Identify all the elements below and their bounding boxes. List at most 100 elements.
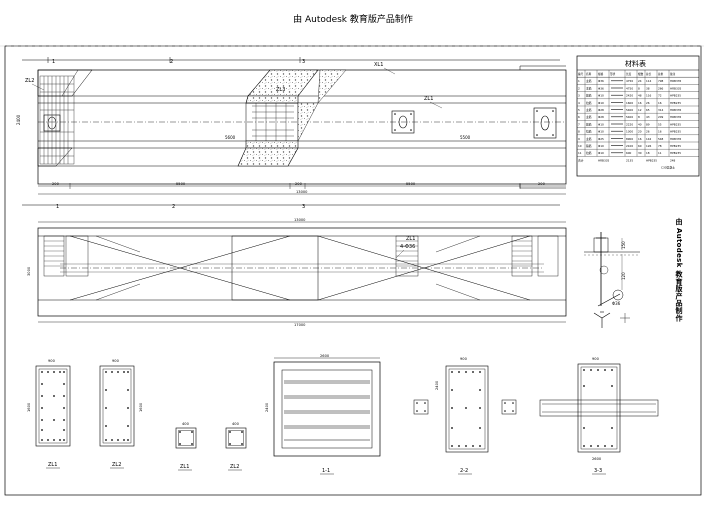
table-cell: HRB335 (670, 137, 682, 141)
table-cell: 拉筋 (586, 151, 592, 155)
table-cell: Φ36 (598, 79, 604, 83)
table-cell: 1300 (626, 130, 633, 134)
table-cell: 209 (658, 115, 664, 119)
table-summary-cell: 合计 (578, 158, 584, 162)
plan-grid-3: 3 (302, 59, 305, 65)
table-cell: 10 (578, 144, 582, 148)
table-cell: 箍筋 (586, 94, 592, 98)
table-cell: Φ28 (598, 108, 604, 112)
table-cell: 8 (638, 86, 640, 90)
table-cell: 26 (646, 101, 650, 105)
table-cell: 主筋 (586, 86, 592, 90)
table-header-cell: 备注 (670, 72, 676, 76)
table-cell: 43 (646, 115, 650, 119)
table-cell: 30 (638, 151, 642, 155)
plan-bdim-4: 5500 (406, 182, 416, 186)
table-cell: Φ10 (598, 144, 604, 148)
plan-bdim-2: 5500 (176, 182, 186, 186)
sec-zl1-small-label: ZL1 (180, 464, 189, 470)
table-cell: 11 (658, 151, 662, 155)
elev-label-zl1: ZL1 (406, 236, 415, 242)
sections-row: 900 1600 ZL1 900 1600 ZL2 400 ZL1 (27, 354, 659, 475)
table-cell: HRB335 (670, 108, 682, 112)
table-cell: HPB235 (670, 151, 681, 155)
sec-zl2-dimh: 1600 (139, 402, 143, 412)
sec-zl1-small-dim: 400 (182, 422, 190, 426)
elev-grid-2: 2 (172, 204, 175, 210)
table-cell: 1600 (626, 101, 633, 105)
table-cell: Φ10 (598, 101, 604, 105)
anchor-detail: 150 120 Φ36 (584, 232, 640, 328)
detail-dim-150: 150 (621, 241, 626, 249)
table-cell: 3 (578, 94, 580, 98)
table-cell: 16 (658, 130, 662, 134)
table-cell: HPB235 (670, 144, 681, 148)
table-cell: 16 (658, 101, 662, 105)
table-cell: 12 (638, 108, 642, 112)
table-cell: 2220 (626, 122, 633, 126)
elev-bottom-dim: 17000 (294, 323, 306, 327)
elev-top-dim: 13000 (294, 218, 306, 222)
elev-side-dim: 3000 (27, 266, 31, 276)
plan-grid-2: 2 (170, 59, 173, 65)
table-cell: HPB235 (670, 101, 681, 105)
plan-height: 2400 (16, 114, 21, 125)
plan-grid-1: 1 (52, 59, 55, 65)
table-cell: 38 (646, 86, 650, 90)
table-summary-cell: HRB335 (598, 158, 610, 162)
plan-total: 13000 (296, 190, 308, 194)
table-cell: 18 (646, 151, 650, 155)
table-cell: 6 (578, 115, 580, 119)
table-cell: HRB335 (670, 86, 682, 90)
sec-zl1-label: ZL1 (48, 462, 57, 468)
sec-zl2-small-dim: 400 (232, 422, 240, 426)
table-cell: Φ25 (598, 137, 604, 141)
plan-dim-2: 5500 (460, 135, 471, 140)
table-cell: 4750 (626, 86, 633, 90)
sec-22-dimw: 900 (460, 357, 468, 361)
table-header-cell: 规格 (598, 72, 604, 76)
sec-22-dimh: 2400 (435, 380, 439, 390)
table-cell: 5400 (626, 108, 633, 112)
elev-label-rebar: 4-Φ36 (400, 244, 415, 250)
table-cell: 拉筋 (586, 101, 592, 105)
sec-33-dimh: 2600 (592, 457, 602, 461)
plan-label-zl3: ZL3 (276, 87, 285, 93)
table-cell: 5 (578, 108, 580, 112)
sec-11-label: 1-1 (322, 468, 330, 474)
table-cell: 65 (646, 108, 650, 112)
table-cell: 48 (638, 94, 642, 98)
table-cell: 8 (638, 115, 640, 119)
table-cell: HPB235 (670, 130, 681, 134)
sec-33-label: 3-3 (594, 468, 602, 474)
table-cell: 7 (578, 122, 580, 126)
table-header-cell: 名称 (586, 72, 592, 76)
elev-grid-3: 3 (302, 204, 305, 210)
table-cell: 主筋 (586, 79, 592, 83)
table-cell: 314 (658, 108, 664, 112)
table-cell: 2100 (626, 144, 633, 148)
table-cell: 89 (646, 122, 650, 126)
table-cell: Φ10 (598, 94, 604, 98)
table-cell: 114 (646, 79, 652, 83)
table-cell: 798 (658, 79, 664, 83)
table-cell: 24 (638, 79, 642, 83)
table-note: C30混凝土 (661, 165, 675, 169)
table-cell: Φ10 (598, 151, 604, 155)
table-cell: 16 (638, 137, 642, 141)
table-cell: 箍筋 (586, 122, 592, 126)
table-cell: Φ10 (598, 122, 604, 126)
plan-bdim-5: 200 (538, 182, 546, 186)
table-header-cell: 形状 (610, 72, 616, 76)
table-cell: 142 (646, 137, 652, 141)
table-header-cell: 编号 (578, 72, 584, 76)
table-cell: 2420 (626, 94, 633, 98)
table-cell: 1 (578, 79, 580, 83)
sec-zl1-dimw: 900 (48, 359, 56, 363)
table-cell: 8 (578, 130, 580, 134)
table-title: 材料表 (625, 59, 646, 68)
table-cell: HRB335 (670, 115, 682, 119)
table-cell: HPB235 (670, 94, 681, 98)
